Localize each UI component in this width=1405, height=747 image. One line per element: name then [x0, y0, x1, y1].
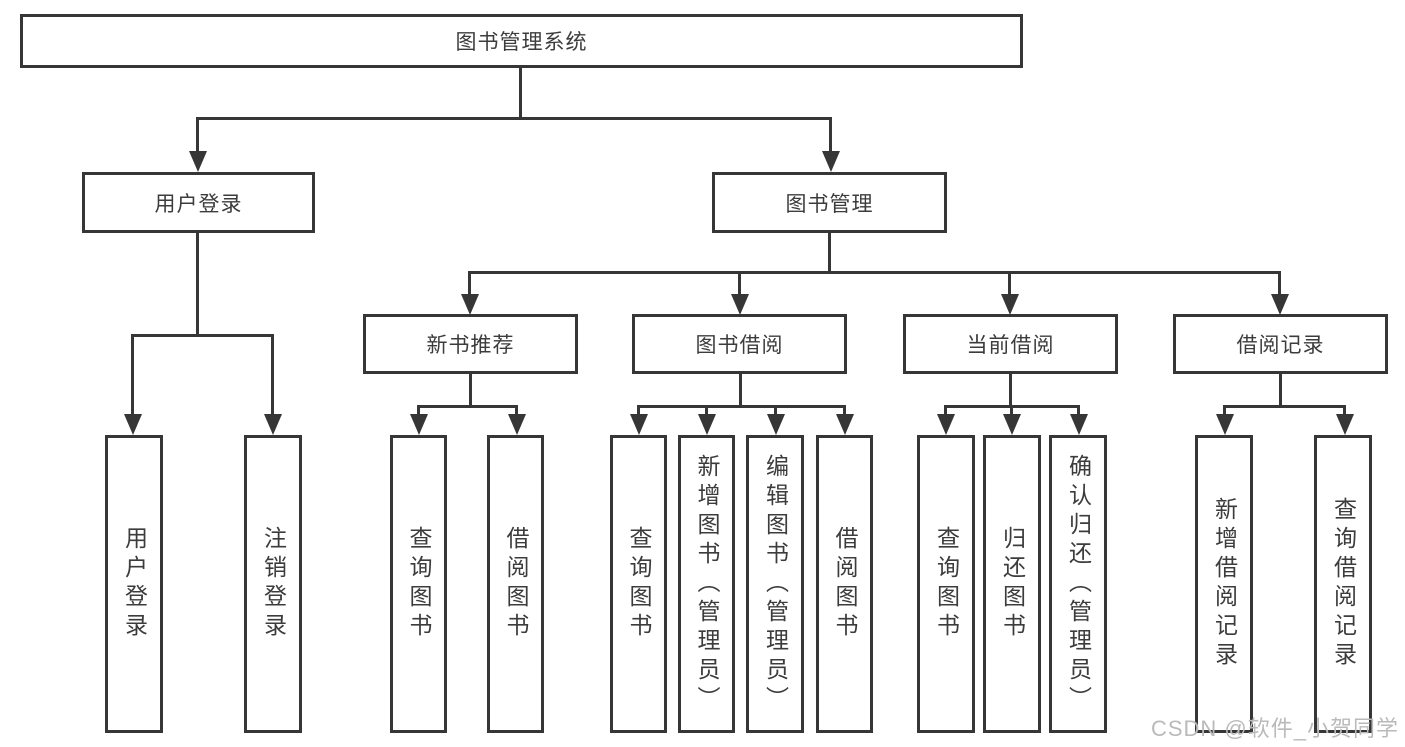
connector-line [271, 334, 274, 416]
node-label: 注销登录 [260, 526, 287, 642]
node-user-login: 用户登录 [82, 172, 315, 233]
arrowhead-down-icon [124, 414, 142, 435]
connector-line [1077, 405, 1080, 417]
connector-line [469, 374, 472, 407]
arrowhead-down-icon [767, 414, 785, 435]
connector-line [417, 405, 420, 417]
arrowhead-down-icon [937, 414, 955, 435]
connector-line [1223, 405, 1345, 408]
connector-line [131, 334, 134, 416]
arrowhead-down-icon [1003, 414, 1021, 435]
connector-line [468, 271, 471, 296]
connector-line [739, 374, 742, 407]
node-query-books-borrowing: 查询图书 [610, 435, 667, 733]
arrowhead-down-icon [698, 414, 716, 435]
node-return-book: 归还图书 [983, 435, 1041, 733]
connector-line [637, 405, 846, 408]
connector-line [944, 405, 947, 417]
node-label: 查询图书 [933, 526, 960, 642]
node-borrow-book-recommend: 借阅图书 [487, 435, 544, 733]
arrowhead-down-icon [630, 414, 648, 435]
connector-line [705, 405, 708, 417]
node-query-books-recommend: 查询图书 [390, 435, 447, 733]
arrowhead-down-icon [836, 414, 854, 435]
connector-line [843, 405, 846, 417]
connector-line [468, 271, 1281, 274]
node-add-borrow-record: 新增借阅记录 [1195, 435, 1253, 733]
node-query-borrow-record: 查询借阅记录 [1314, 435, 1372, 733]
arrowhead-down-icon [508, 414, 526, 435]
connector-line [519, 67, 522, 119]
node-label: 归还图书 [999, 526, 1026, 642]
node-label: 新书推荐 [426, 334, 515, 357]
connector-line [774, 405, 777, 417]
connector-line [829, 117, 832, 154]
node-library-system: 图书管理系统 [20, 14, 1023, 68]
node-label: 借阅图书 [832, 526, 858, 642]
node-current-borrowing: 当前借阅 [903, 314, 1118, 374]
node-label: 图书管理 [785, 192, 874, 216]
arrowhead-down-icon [189, 151, 207, 172]
node-label: 借阅记录 [1236, 334, 1325, 357]
arrowhead-down-icon [1271, 294, 1289, 315]
connector-line [1010, 405, 1013, 417]
connector-line [515, 405, 518, 417]
arrowhead-down-icon [1336, 414, 1354, 435]
arrowhead-down-icon [410, 414, 428, 435]
node-user-login-leaf: 用户登录 [105, 435, 163, 733]
node-borrow-book: 借阅图书 [816, 435, 873, 733]
connector-line [637, 405, 640, 417]
node-label: 确认归还（管理员） [1065, 453, 1092, 715]
arrowhead-down-icon [264, 414, 282, 435]
connector-line [196, 233, 199, 336]
connector-line [828, 233, 831, 273]
node-label: 当前借阅 [966, 334, 1055, 357]
node-label: 查询图书 [626, 526, 652, 642]
node-label: 借阅图书 [503, 526, 529, 642]
connector-line [1343, 405, 1346, 417]
connector-line [1278, 271, 1281, 296]
node-book-borrowing: 图书借阅 [632, 314, 847, 374]
arrowhead-down-icon [461, 294, 479, 315]
node-book-management: 图书管理 [712, 172, 947, 233]
node-label: 新增借阅记录 [1211, 497, 1238, 671]
node-borrow-records: 借阅记录 [1173, 314, 1388, 374]
connector-line [417, 405, 518, 408]
arrowhead-down-icon [822, 151, 840, 172]
connector-line [1279, 374, 1282, 407]
node-label: 新增图书（管理员） [694, 453, 720, 715]
node-label: 图书管理系统 [455, 31, 588, 54]
node-label: 查询借阅记录 [1330, 497, 1357, 671]
connector-line [738, 271, 741, 296]
arrowhead-down-icon [1001, 294, 1019, 315]
connector-line [131, 334, 274, 337]
node-confirm-return-admin: 确认归还（管理员） [1049, 435, 1107, 733]
node-label: 用户登录 [154, 192, 243, 216]
node-label: 编辑图书（管理员） [762, 453, 789, 715]
connector-line [196, 117, 832, 120]
connector-line [1223, 405, 1226, 417]
arrowhead-down-icon [731, 294, 749, 315]
node-query-books-current: 查询图书 [917, 435, 975, 733]
node-label: 图书借阅 [695, 334, 784, 357]
arrowhead-down-icon [1216, 414, 1234, 435]
arrowhead-down-icon [1070, 414, 1088, 435]
node-label: 用户登录 [121, 526, 148, 642]
watermark: CSDN @软件_小贺同学 [1150, 716, 1399, 741]
connector-line [1009, 374, 1012, 407]
node-logout: 注销登录 [244, 435, 302, 733]
node-label: 查询图书 [406, 526, 432, 642]
node-edit-book-admin: 编辑图书（管理员） [746, 435, 804, 733]
connector-line [196, 117, 199, 154]
connector-line [1008, 271, 1011, 296]
node-new-book-recommend: 新书推荐 [363, 314, 578, 374]
node-add-book-admin: 新增图书（管理员） [678, 435, 735, 733]
